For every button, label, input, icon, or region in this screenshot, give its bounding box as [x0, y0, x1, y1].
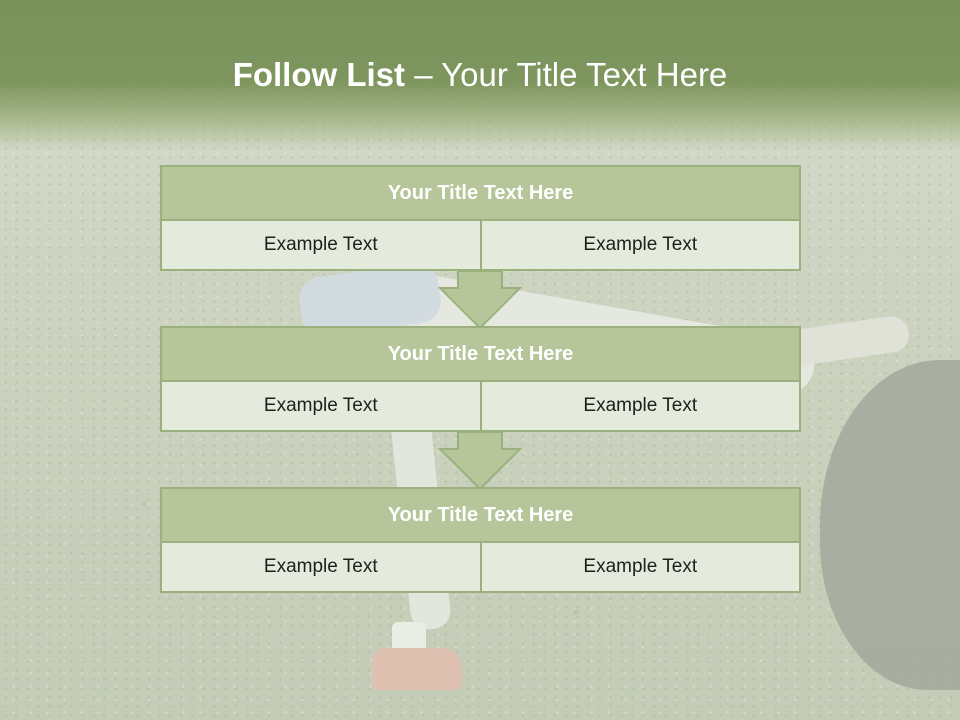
title-bold: Follow List [232, 56, 406, 93]
step-cell-left: Example Text [160, 382, 482, 432]
step-cell-left: Example Text [160, 221, 482, 271]
step-title: Your Title Text Here [160, 165, 801, 221]
step-title: Your Title Text Here [160, 326, 801, 382]
step-cell-right: Example Text [481, 543, 801, 593]
step-row: Example Text Example Text [160, 543, 801, 593]
step-cell-right: Example Text [481, 221, 801, 271]
down-arrow-icon [438, 270, 522, 330]
title-band [0, 0, 960, 150]
step-row: Example Text Example Text [160, 221, 801, 271]
runner-shoe [372, 648, 462, 690]
down-arrow-icon [438, 431, 522, 491]
step-box-3: Your Title Text Here Example Text Exampl… [160, 487, 801, 593]
step-box-2: Your Title Text Here Example Text Exampl… [160, 326, 801, 432]
step-box-1: Your Title Text Here Example Text Exampl… [160, 165, 801, 271]
step-row: Example Text Example Text [160, 382, 801, 432]
title-subtitle: – Your Title Text Here [405, 56, 728, 93]
step-cell-left: Example Text [160, 543, 482, 593]
step-title: Your Title Text Here [160, 487, 801, 543]
step-cell-right: Example Text [481, 382, 801, 432]
slide-title: Follow List – Your Title Text Here [0, 52, 960, 98]
